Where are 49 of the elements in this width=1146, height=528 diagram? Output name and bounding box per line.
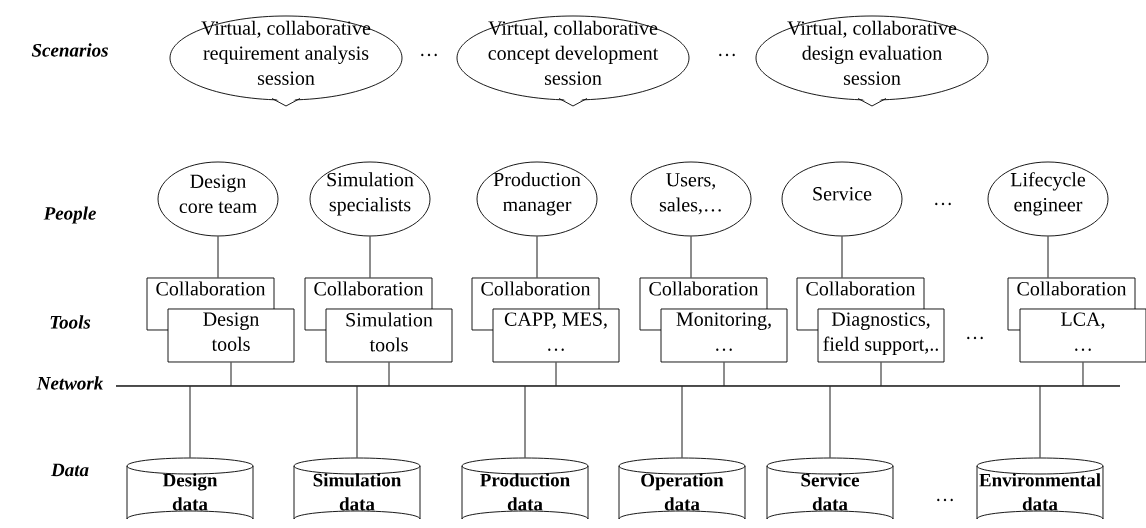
database-cylinder: Operation data (618, 457, 746, 520)
tool-box: Design tools (167, 308, 295, 363)
speech-bubble: Virtual, collaborative requirement analysis session (169, 15, 403, 107)
connector-line (723, 362, 725, 386)
row-label: Data (50, 463, 89, 477)
connector-line (1082, 362, 1084, 386)
tool-box: Diagnostics, field support,.. (817, 308, 945, 363)
node-label: Environmental data (979, 473, 1101, 511)
speech-bubble: Virtual, collaborative concept development session (456, 15, 690, 107)
connector-line (217, 236, 219, 278)
connector-line (690, 236, 692, 278)
network-line (115, 385, 1121, 387)
tool-box: Monitoring, … (660, 308, 788, 363)
ellipsis: … (937, 498, 953, 502)
connector-line (829, 386, 831, 458)
ellipsis: … (421, 53, 437, 57)
connector-line (524, 386, 526, 458)
speech-bubble: Virtual, collaborative design evaluation session (755, 15, 989, 107)
connector-line (388, 362, 390, 386)
ellipsis: … (719, 53, 735, 57)
row-label: Tools (50, 315, 91, 329)
connector-line (880, 362, 882, 386)
connector-line (230, 362, 232, 386)
ellipsis: … (935, 202, 951, 206)
database-cylinder: Simulation data (293, 457, 421, 520)
connector-line (536, 236, 538, 278)
node-label: Design data (162, 473, 218, 511)
tool-box: LCA, … (1019, 308, 1146, 363)
connector-line (369, 236, 371, 278)
database-cylinder: Environmental data (976, 457, 1104, 520)
node-label: Simulation data (313, 473, 402, 511)
node-label: Operation data (641, 473, 724, 511)
connector-line (841, 236, 843, 278)
connector-line (189, 386, 191, 458)
node-label: Production data (480, 473, 570, 511)
row-label: People (43, 206, 96, 224)
connector-line (1039, 386, 1041, 458)
row-label: Scenarios (31, 43, 108, 57)
tool-box: Simulation tools (325, 308, 453, 363)
connector-line (356, 386, 358, 458)
node-label: Service data (801, 473, 860, 511)
connector-line (555, 362, 557, 386)
connector-line (1047, 236, 1049, 278)
ellipsis: … (967, 336, 983, 340)
database-cylinder: Service data (766, 457, 894, 520)
database-cylinder: Production data (461, 457, 589, 520)
tool-box: CAPP, MES, … (492, 308, 620, 363)
database-cylinder: Design data (126, 457, 254, 520)
connector-line (681, 386, 683, 458)
